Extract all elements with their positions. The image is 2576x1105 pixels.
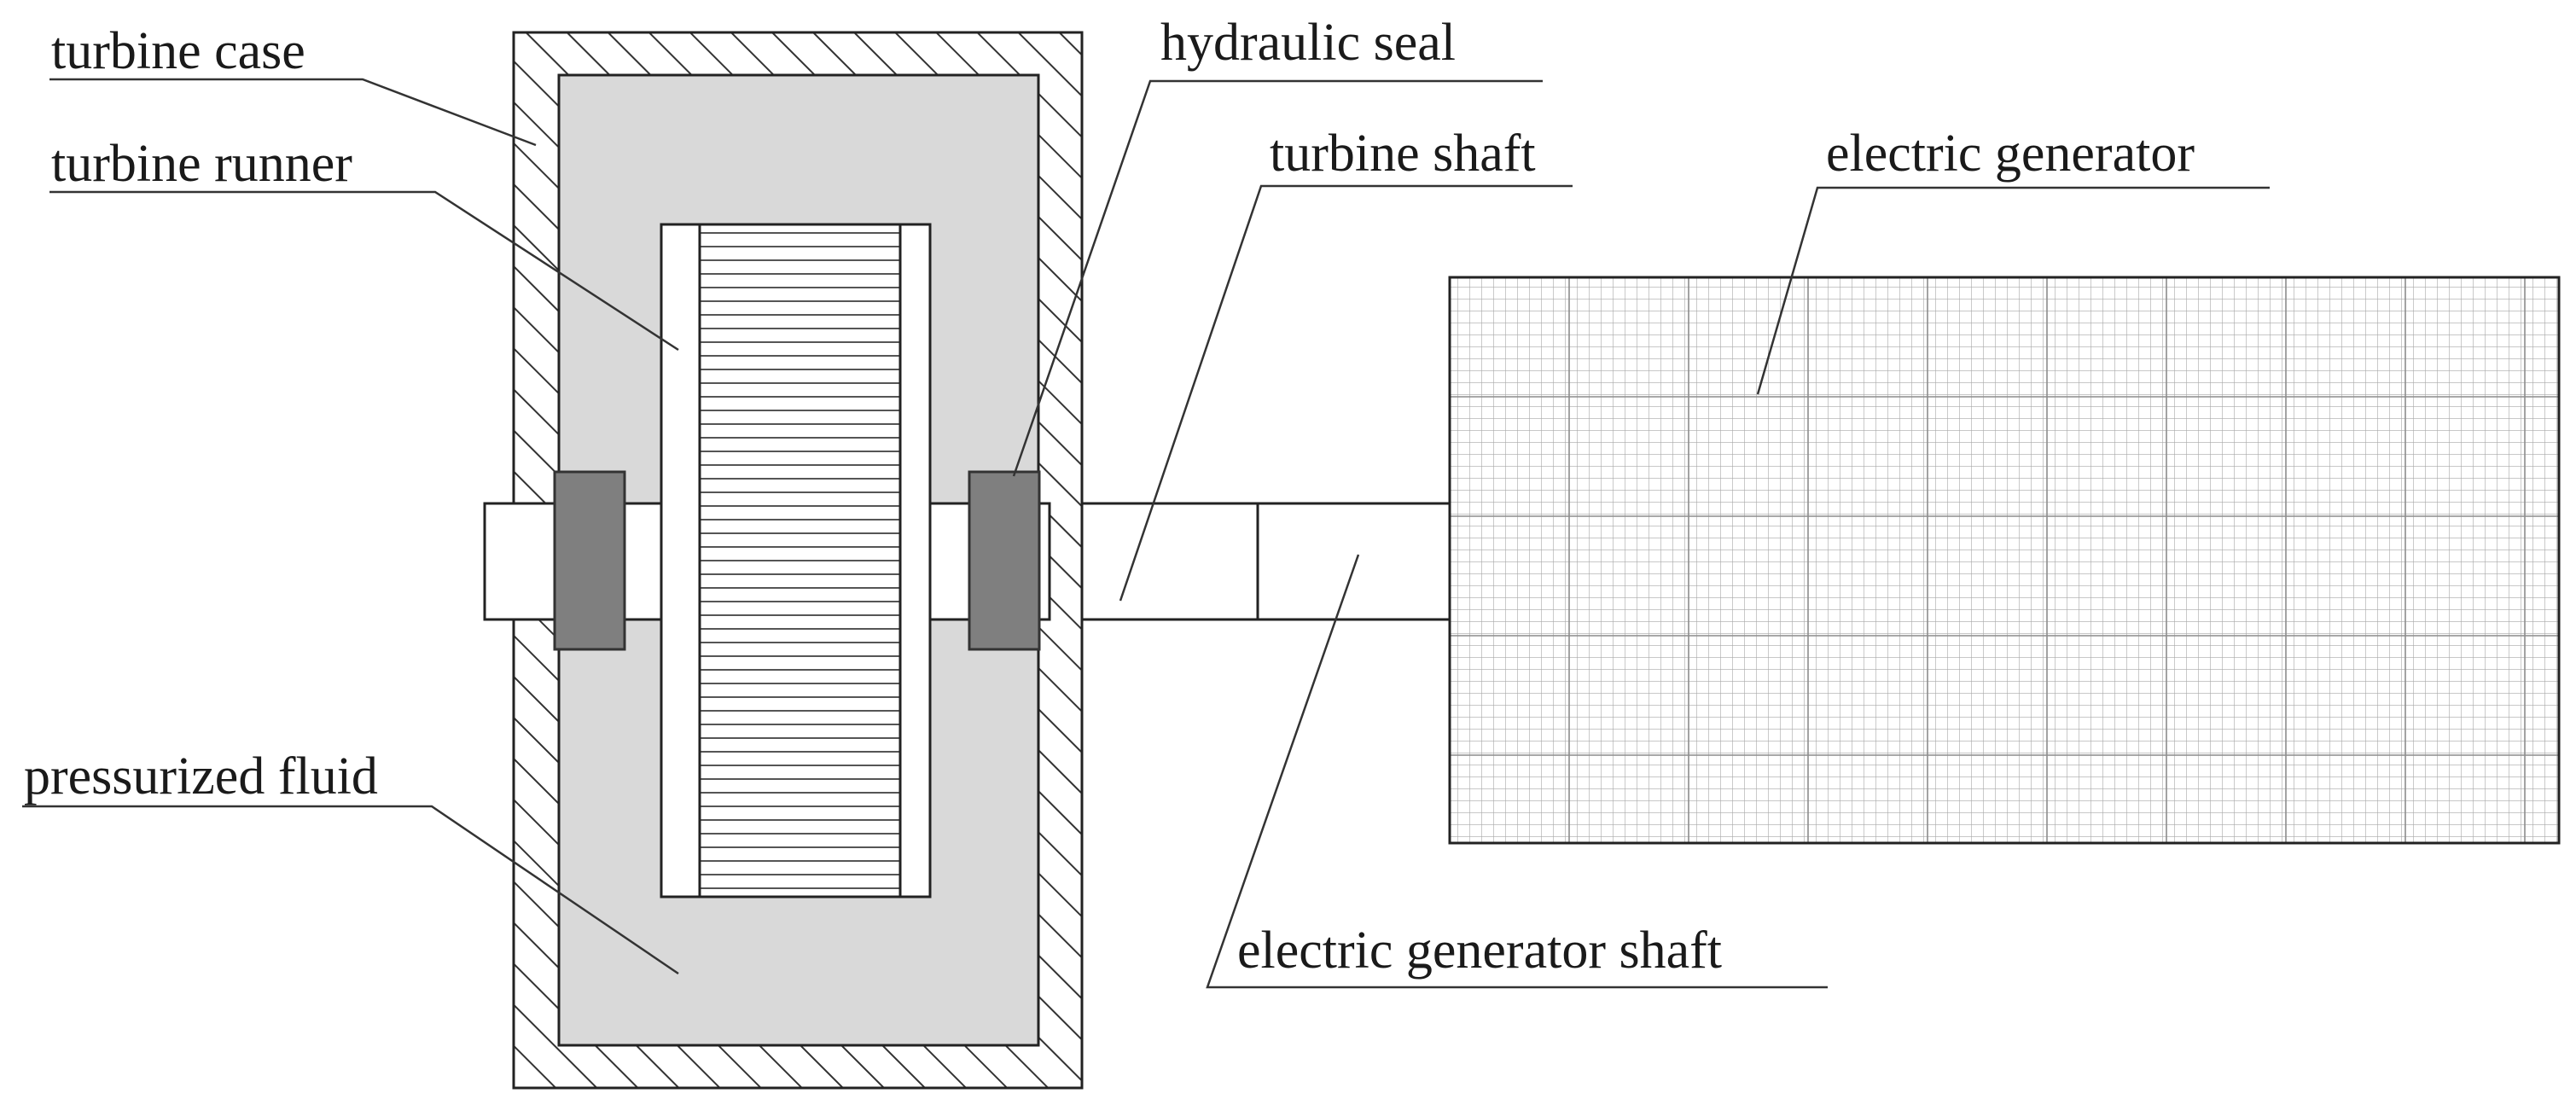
label-electric-generator: electric generator (1826, 125, 2195, 183)
label-pressurized-fluid: pressurized fluid (24, 747, 378, 805)
label-turbine-case: turbine case (51, 22, 305, 80)
turbine-shaft (1080, 502, 1259, 621)
label-turbine-shaft: turbine shaft (1270, 125, 1536, 183)
turbine-runner-blades (698, 223, 902, 899)
electric-generator-shaft (1256, 502, 1451, 621)
electric-generator-body (1448, 276, 2561, 845)
label-electric-generator-shaft: electric generator shaft (1237, 922, 1722, 980)
leader-hydraulic-seal (1012, 79, 1543, 477)
leader-turbine-case (49, 78, 537, 147)
leader-electric-generator (1756, 186, 2270, 395)
electric-generator-major-grid (1450, 277, 2559, 843)
hydraulic-seal-right (968, 470, 1041, 651)
label-turbine-runner: turbine runner (51, 135, 352, 193)
leader-turbine-shaft (1119, 184, 1573, 602)
leader-turbine-runner (49, 190, 679, 352)
leader-electric-generator-shaft (1206, 554, 1828, 989)
label-hydraulic-seal: hydraulic seal (1160, 14, 1456, 72)
hydraulic-seal-left (553, 470, 626, 651)
electric-generator-outline (1448, 276, 2561, 845)
leader-pressurized-fluid (22, 805, 679, 975)
